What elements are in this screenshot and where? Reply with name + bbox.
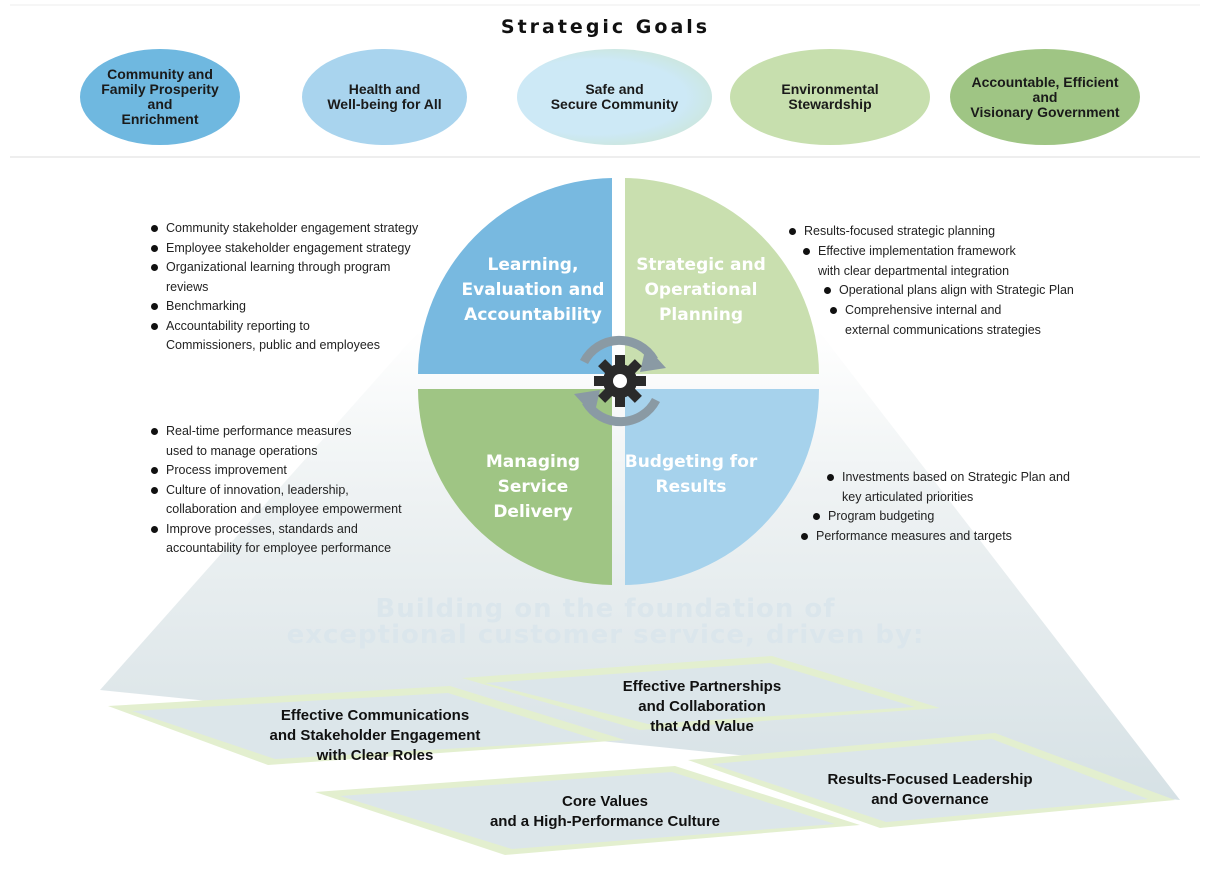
list-item: Accountability reporting to Commissioner…: [150, 317, 460, 356]
quadrant-budgeting-shape: [625, 389, 819, 585]
list-item: Program budgeting: [812, 507, 1112, 527]
list-item: Benchmarking: [150, 297, 460, 317]
list-item: Culture of innovation, leadership, colla…: [150, 481, 460, 520]
tile-leadership-fill: [712, 739, 1148, 822]
quadrant-strategic-shape: [625, 178, 819, 374]
gear-icon: [594, 355, 646, 407]
goal-health-wellbeing: Health and Well-being for All: [302, 49, 467, 145]
list-item: Real-time performance measures used to m…: [150, 422, 460, 461]
managing-bullet-list: Real-time performance measures used to m…: [150, 422, 460, 559]
list-item: Organizational learning through program …: [150, 258, 460, 297]
list-item: Improve processes, standards and account…: [150, 520, 460, 559]
list-item: Employee stakeholder engagement strategy: [150, 239, 460, 259]
foundation-statement: Building on the foundation of exceptiona…: [286, 594, 925, 650]
pillar-leadership-label: Results-Focused Leadership and Governanc…: [827, 771, 1033, 808]
strategic-goals-title: Strategic Goals: [500, 16, 711, 38]
quadrant-managing-title: Managing Service Delivery: [485, 452, 581, 522]
learning-bullet-list: Community stakeholder engagement strateg…: [150, 219, 460, 356]
goal-environmental-stewardship: Environmental Stewardship: [730, 49, 930, 145]
pillar-core-values-label: Core Values and a High-Performance Cultu…: [489, 793, 721, 830]
quadrant-budgeting-title: Budgeting for Results: [624, 452, 758, 497]
goal-community-prosperity: Community and Family Prosperity and Enri…: [80, 49, 240, 145]
pillar-communications-label: Effective Communications and Stakeholder…: [269, 707, 481, 764]
tile-communications-fill: [132, 693, 598, 759]
list-item: Comprehensive internal and external comm…: [829, 301, 1119, 340]
tile-partnerships-fill: [485, 663, 915, 724]
list-item: Results-focused strategic planning: [788, 222, 1108, 242]
list-item: Process improvement: [150, 461, 460, 481]
quadrant-learning-shape: [418, 178, 612, 374]
list-item: Effective implementation framework with …: [802, 242, 1122, 281]
list-item: Investments based on Strategic Plan and …: [826, 468, 1126, 507]
pillar-partnerships-label: Effective Partnerships and Collaboration…: [622, 678, 782, 735]
list-item: Performance measures and targets: [800, 527, 1100, 547]
cycle-arrowheads: [574, 346, 666, 416]
goal-safe-secure: Safe and Secure Community: [517, 49, 712, 145]
list-item: Operational plans align with Strategic P…: [823, 281, 1123, 301]
goal-accountable-government: Accountable, Efficient and Visionary Gov…: [950, 49, 1140, 145]
quadrant-strategic-title: Strategic and Operational Planning: [636, 255, 766, 325]
tile-core-values-fill: [340, 772, 835, 849]
foundation-tiles: [108, 656, 1175, 855]
list-item: Community stakeholder engagement strateg…: [150, 219, 460, 239]
quadrant-managing-shape: [418, 389, 612, 585]
quadrant-learning-title: Learning, Evaluation and Accountability: [461, 255, 605, 325]
